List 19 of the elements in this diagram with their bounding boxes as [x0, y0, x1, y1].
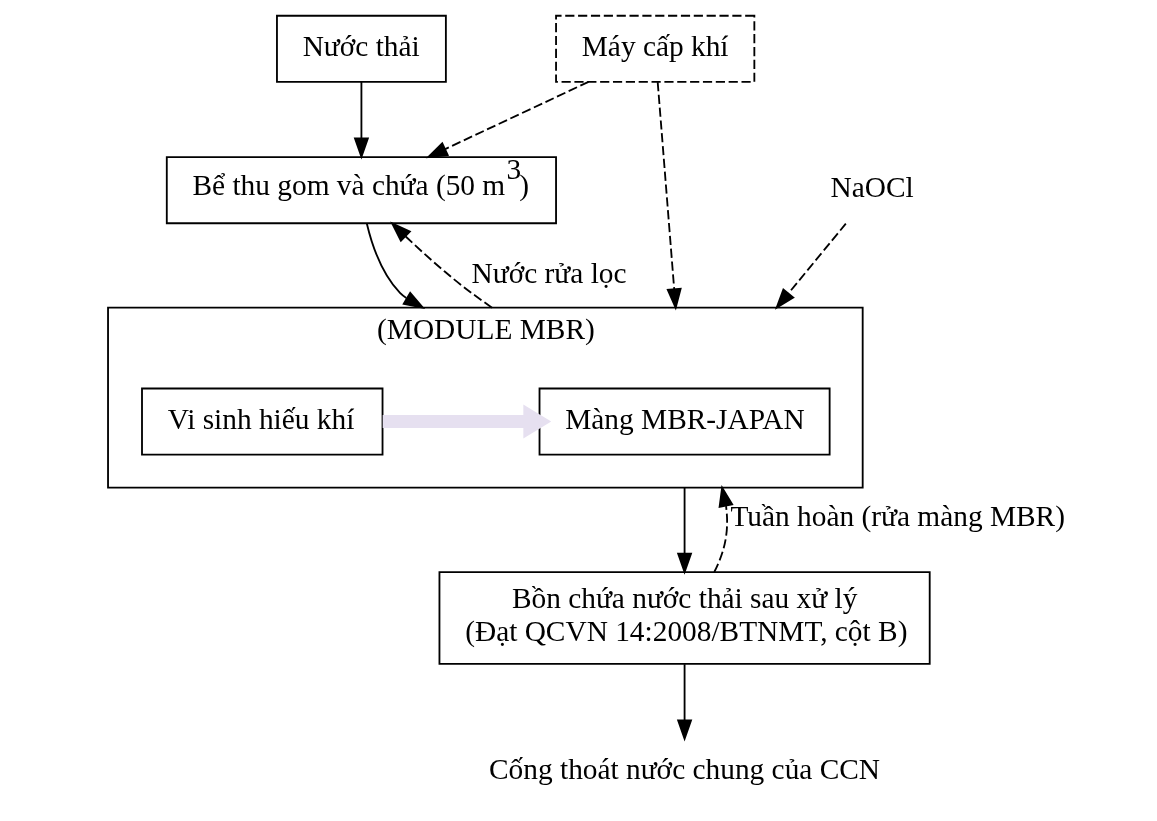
arrow: [676, 486, 692, 575]
arrow: [656, 81, 682, 311]
node-box: Bồn chứa nước thải sau xử lý (Đạt QCVN 14:2008/BTNMT, cột B): [438, 571, 931, 665]
node-box: Nước thải: [275, 14, 447, 83]
arrow: [382, 404, 551, 439]
arrow: [353, 80, 369, 160]
edge-label: Nước rửa lọc: [471, 257, 627, 290]
arrow: [676, 663, 692, 742]
node-text: Cống thoát nước chung của CCN: [488, 753, 880, 786]
arrow: [425, 80, 589, 159]
node-text: NaOCl: [830, 171, 914, 204]
arrow: [774, 222, 847, 310]
node-box: Máy cấp khí: [554, 14, 755, 83]
arrow: [712, 484, 734, 573]
arrow: [389, 221, 493, 309]
edge-label: Tuần hoàn (rửa màng MBR): [729, 499, 1065, 532]
arrow: [365, 222, 425, 310]
node-box: Vi sinh hiếu khí: [140, 387, 383, 456]
node-box: Màng MBR-JAPAN: [538, 387, 831, 456]
